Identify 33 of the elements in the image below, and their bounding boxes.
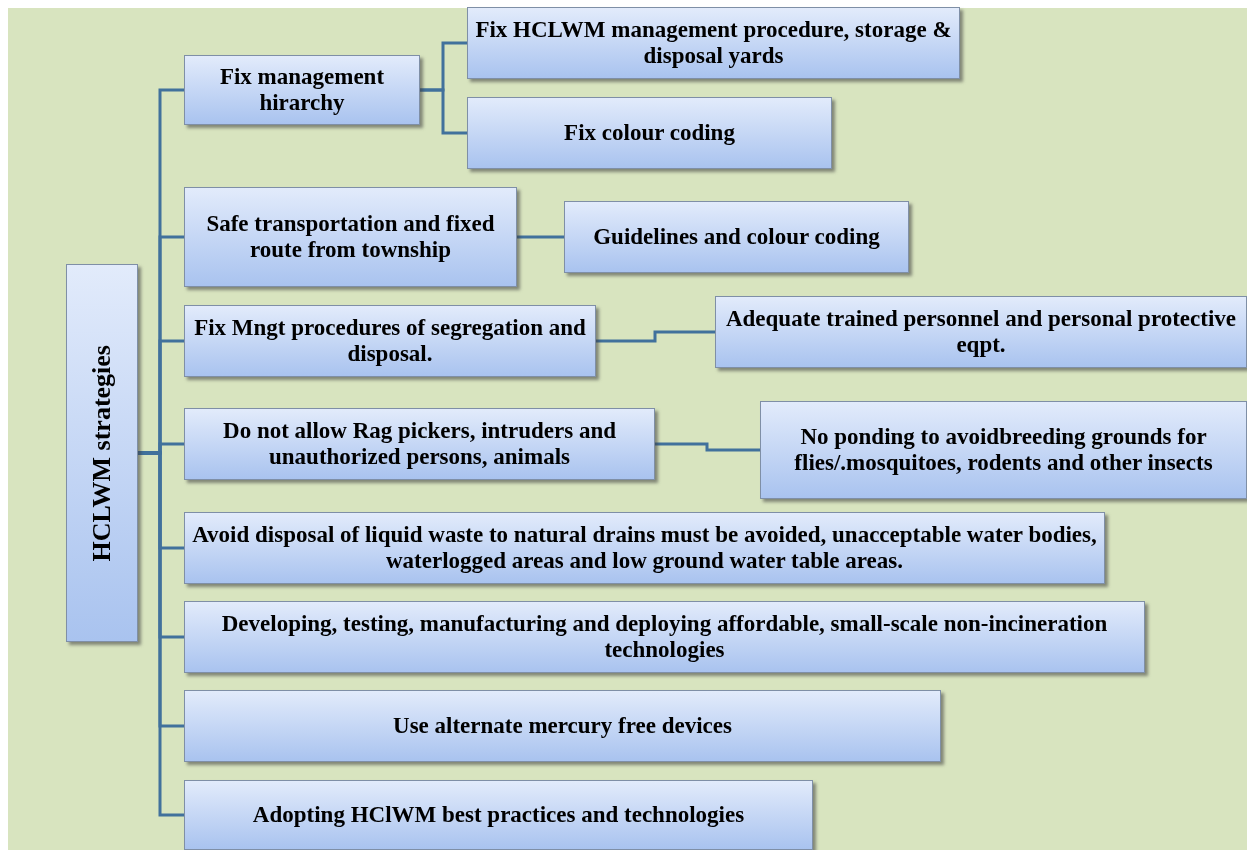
box-label: Fix management hirarchy (218, 63, 386, 117)
box-label: Fix Mngt procedures of segregation and disposal. (193, 314, 587, 368)
connector-line (517, 235, 564, 239)
strategy-box (184, 601, 1145, 673)
box-label: Fix colour coding (564, 119, 735, 147)
strategy-box (184, 780, 813, 850)
strategy-box (760, 401, 1247, 499)
connector-line (420, 88, 467, 135)
strategy-box (184, 408, 655, 480)
strategy-box (715, 296, 1247, 368)
root-box (66, 264, 138, 642)
box-label: Adopting HClWM best practices and technologies (252, 801, 745, 829)
box-label: Safe transportation and fixed route from township (205, 210, 496, 264)
strategy-box (467, 7, 960, 79)
box-label: Do not allow Rag pickers, intruders and unauthorized persons, animals (222, 417, 617, 471)
box-label: Adequate trained personnel and personal protective eqpt. (724, 305, 1237, 359)
strategy-box (467, 97, 832, 169)
connector-line (655, 442, 760, 452)
box-label: Developing, testing, manufacturing and deploying affordable, small-scale non-incineration technologies (220, 610, 1109, 664)
vertical-title: HCLWM strategies (87, 344, 117, 562)
strategy-box (184, 55, 420, 125)
strategy-box (184, 690, 941, 762)
strategy-box (184, 305, 596, 377)
connector-line (138, 451, 184, 817)
box-label: No ponding to avoidbreeding grounds for flies/.mosquitoes, rodents and other insects (793, 423, 1214, 477)
connector-line (596, 330, 715, 343)
strategy-box (564, 201, 909, 273)
box-label: Use alternate mercury free devices (393, 712, 732, 740)
box-label: Fix HCLWM management procedure, storage & disposal yards (474, 16, 953, 70)
strategy-box (184, 187, 517, 287)
box-label: Avoid disposal of liquid waste to natural drains must be avoided, unacceptable water bodies, waterlogged areas and low ground water table areas. (191, 521, 1098, 575)
box-label: Guidelines and colour coding (593, 223, 880, 251)
strategy-box (184, 512, 1105, 584)
